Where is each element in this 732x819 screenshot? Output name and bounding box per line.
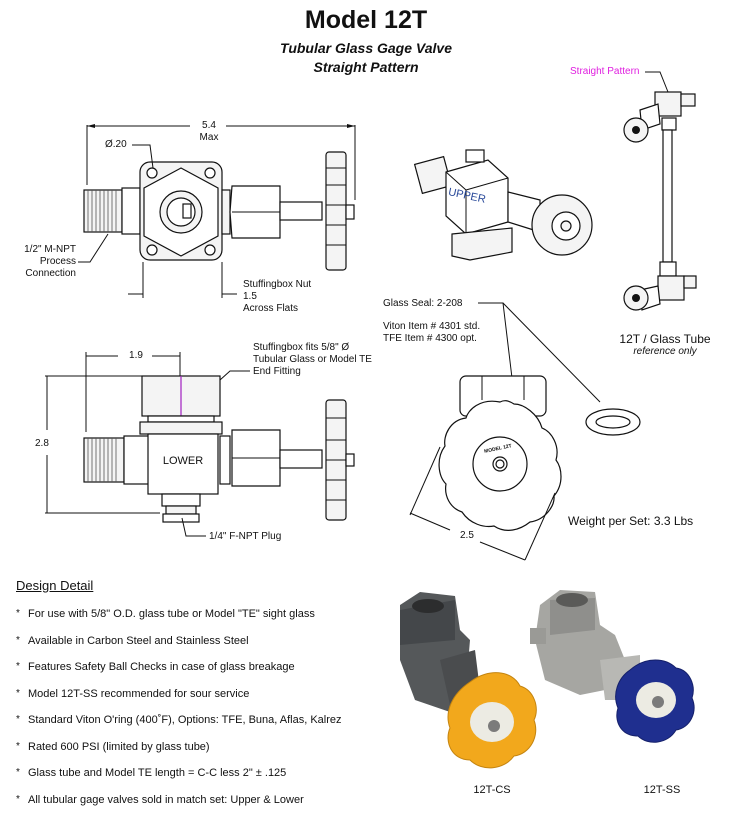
- height-dim: 2.8: [35, 438, 49, 450]
- handwheel-width-dim: 2.5: [460, 530, 474, 542]
- stuffingbox-note-1: Stuffingbox fits 5/8" Ø: [253, 342, 349, 354]
- hole-diameter-label: Ø.20: [105, 139, 127, 151]
- process-connection-label-3: Connection: [8, 268, 76, 280]
- list-item: *Available in Carbon Steel and Stainless…: [16, 634, 342, 661]
- product-caption-ss: 12T-SS: [632, 784, 692, 796]
- list-item: *Glass tube and Model TE length = C-C le…: [16, 766, 342, 793]
- process-connection-label-1: 1/2" M-NPT: [8, 244, 76, 256]
- list-item: *Standard Viton O'ring (400˚F), Options:…: [16, 713, 342, 740]
- stuffingbox-nut-size: 1.5: [243, 291, 257, 303]
- lower-body-label: LOWER: [150, 455, 216, 467]
- product-photo-12t-ss: [530, 590, 694, 742]
- process-connection-label-2: Process: [8, 256, 76, 268]
- overall-length-note: Max: [195, 132, 223, 144]
- list-item: *Model 12T-SS recommended for sour servi…: [16, 687, 342, 714]
- stuffingbox-note-3: End Fitting: [253, 366, 301, 378]
- straight-pattern-callout: Straight Pattern: [570, 66, 639, 78]
- offset-dim: 1.9: [122, 350, 150, 362]
- weight-label: Weight per Set: 3.3 Lbs: [568, 514, 693, 528]
- list-item: *For use with 5/8" O.D. glass tube or Mo…: [16, 607, 342, 634]
- stuffingbox-nut-label: Stuffingbox Nut: [243, 279, 311, 291]
- assembly-caption: 12T / Glass Tube: [610, 332, 720, 346]
- stuffingbox-nut-flats: Across Flats: [243, 303, 298, 315]
- tfe-item-label: TFE Item # 4300 opt.: [383, 333, 477, 345]
- design-detail-list: *For use with 5/8" O.D. glass tube or Mo…: [16, 607, 342, 819]
- assembly-caption-note: reference only: [610, 346, 720, 357]
- overall-length-dim: 5.4: [195, 120, 223, 132]
- viton-item-label: Viton Item # 4301 std.: [383, 321, 480, 333]
- list-item: *Features Safety Ball Checks in case of …: [16, 660, 342, 687]
- product-caption-cs: 12T-CS: [462, 784, 522, 796]
- plug-note: 1/4" F-NPT Plug: [209, 531, 281, 543]
- product-photo-12t-cs: [400, 592, 536, 768]
- design-detail-heading: Design Detail: [16, 578, 93, 593]
- list-item: *All tubular gage valves sold in match s…: [16, 793, 342, 819]
- list-item: *Rated 600 PSI (limited by glass tube): [16, 740, 342, 767]
- stuffingbox-note-2: Tubular Glass or Model TE: [253, 354, 372, 366]
- glass-seal-label: Glass Seal: 2-208: [383, 298, 463, 310]
